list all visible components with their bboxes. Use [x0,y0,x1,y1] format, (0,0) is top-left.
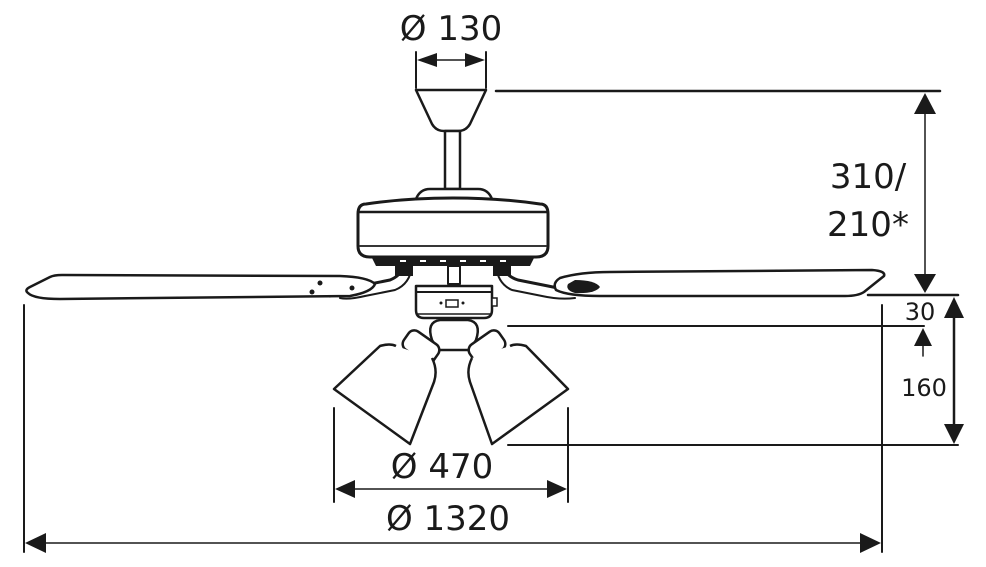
right-blade [553,268,886,298]
downrod [443,129,462,191]
arrow-left-icon [25,533,46,553]
light-kit-diameter-label: Ø 470 [391,447,493,487]
arrow-left-icon [417,53,437,67]
height-dimensions: 310/ 210* 30 160 [494,89,964,553]
ceiling-height-label: 310/ [830,157,907,197]
blade-offset-label: 30 [905,298,936,326]
light-kit [332,318,570,446]
light-kit-height-label: 160 [901,374,947,402]
blade-span-label: Ø 1320 [386,499,510,539]
left-blade [25,273,377,301]
canopy [414,88,488,133]
canopy-diameter-dimension: Ø 130 [400,9,502,89]
switch-housing [414,284,498,320]
arrow-up-icon [944,297,964,318]
motor-housing [356,196,550,259]
light-kit-diameter-dimension: Ø 470 [333,407,569,503]
arrow-right-icon [860,533,881,553]
arrow-right-icon [547,480,567,498]
arrow-up-icon [914,93,936,114]
motor-top-cap [414,187,494,201]
arrow-left-icon [335,480,355,498]
arrow-up-icon [914,328,932,346]
arrow-down-icon [914,274,936,293]
arrow-right-icon [465,53,485,67]
ceiling-height-alt-label: 210* [827,205,909,245]
right-light-shade [467,343,570,446]
blade-span-dimension: Ø 1320 [23,304,881,553]
arrow-down-icon [944,424,964,444]
left-light-shade [332,343,437,446]
canopy-diameter-label: Ø 130 [400,9,502,49]
fan-body [356,88,550,285]
